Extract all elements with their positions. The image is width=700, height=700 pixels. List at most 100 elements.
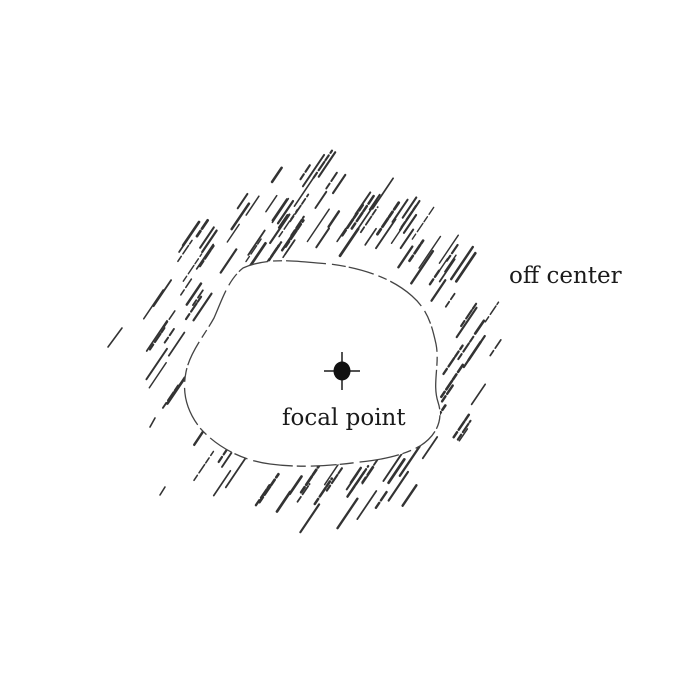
hatch-stroke <box>226 223 240 243</box>
hatch-stroke <box>354 191 372 216</box>
hatch-stroke <box>350 194 375 230</box>
hatch-stroke <box>166 376 187 405</box>
hatch-stroke <box>452 413 471 439</box>
hatch-stroke <box>331 173 347 195</box>
hatch-stroke <box>444 254 457 273</box>
hatch-stroke <box>217 447 229 464</box>
hatch-stroke <box>245 195 260 216</box>
hatch-stroke <box>177 239 193 263</box>
hatch-stroke <box>276 199 295 225</box>
hatch-stroke <box>230 202 251 231</box>
hatch-stroke <box>314 190 328 209</box>
hatch-stroke <box>163 309 177 328</box>
hatch-stroke <box>192 292 213 322</box>
hatch-stroke <box>325 465 344 492</box>
hatch-stroke <box>148 361 167 389</box>
hatch-stroke <box>460 302 478 328</box>
hatch-stroke <box>368 193 381 211</box>
hatch-stroke <box>247 229 266 256</box>
hatch-stroke <box>387 458 406 485</box>
hatch-stroke <box>278 208 299 238</box>
hatch-stroke <box>182 253 203 282</box>
stray-stroke <box>149 417 156 428</box>
hatch-stroke <box>439 363 465 399</box>
hatch-stroke <box>245 237 263 263</box>
hatch-stroke <box>271 197 290 224</box>
hatch-stroke <box>428 269 441 286</box>
hatch-stroke <box>293 176 315 207</box>
hatch-stroke <box>313 477 334 506</box>
hatch-stroke <box>391 198 409 224</box>
hatch-stroke <box>315 227 331 249</box>
hatch-stroke <box>454 251 477 283</box>
hatch-stroke <box>275 490 292 513</box>
hatch-stroke <box>284 239 296 256</box>
hatch-stroke <box>198 244 215 268</box>
hatch-stroke <box>195 243 215 270</box>
hatch-stroke <box>336 227 347 243</box>
hatch-stroke <box>323 461 341 486</box>
hatch-stroke <box>142 289 164 320</box>
hatch-stroke <box>421 436 439 460</box>
hatch-stroke <box>284 219 305 248</box>
hatch-stroke <box>199 226 215 249</box>
hatch-stroke <box>430 279 447 302</box>
hatch-stroke <box>449 245 475 281</box>
hatch-stroke <box>265 194 278 213</box>
hatch-stroke <box>258 472 280 504</box>
hatch-stroke <box>349 466 363 484</box>
hatch-stroke <box>145 347 168 381</box>
hatch-stroke <box>148 326 166 351</box>
hatch-stroke <box>397 245 414 269</box>
hatch-stroke <box>163 328 175 344</box>
hatch-stroke <box>185 282 203 306</box>
hatch-stroke <box>356 490 378 520</box>
hatch-stroke <box>440 383 455 403</box>
focal-point-label: focal point <box>282 405 406 431</box>
hatch-stroke <box>376 201 401 236</box>
hatch-stroke <box>193 450 215 482</box>
hatch-stroke <box>401 484 418 507</box>
hatch-stroke <box>442 344 464 376</box>
hatch-stroke <box>299 503 321 534</box>
hatch-stroke <box>181 220 201 247</box>
focal-point-marker-icon <box>324 352 360 390</box>
hatch-stroke <box>382 448 406 482</box>
hatch-stroke <box>473 319 486 335</box>
hatch-stroke <box>375 218 397 250</box>
hatch-stroke <box>336 497 359 530</box>
hatch-stroke <box>489 337 503 357</box>
hatch-stroke <box>338 227 360 258</box>
hatch-stroke <box>399 228 415 250</box>
hatch-stroke <box>456 419 472 441</box>
hatch-stroke <box>327 210 341 229</box>
hatch-stroke <box>458 428 469 442</box>
hatch-stroke <box>455 306 478 339</box>
hatch-stroke <box>400 204 418 229</box>
hatch-stroke <box>457 334 475 361</box>
hatch-stroke <box>236 192 249 210</box>
hatch-stroke <box>224 453 249 489</box>
hatch-stroke <box>467 340 482 362</box>
hatch-stroke <box>402 213 418 234</box>
hatch-stroke <box>271 198 288 222</box>
hatch-stroke <box>152 279 173 308</box>
hatch-stroke <box>184 294 203 321</box>
hatch-stroke <box>265 244 280 266</box>
stray-stroke <box>107 327 123 348</box>
hatch-stroke <box>444 292 456 308</box>
hatch-stroke <box>371 177 394 210</box>
hatch-stroke <box>201 229 218 254</box>
hatch-stroke <box>387 470 410 502</box>
hatch-stroke <box>346 482 358 498</box>
hatch-stroke <box>438 234 460 264</box>
hatch-stroke <box>410 249 435 285</box>
hatch-stroke <box>398 445 421 477</box>
hatch-stroke <box>167 331 186 357</box>
hatch-stroke <box>270 166 283 184</box>
hatch-stroke <box>357 199 378 229</box>
off-center-label: off center <box>509 263 622 289</box>
hatch-stroke <box>195 218 210 238</box>
hatch-stroke <box>401 196 418 219</box>
hatch-stroke <box>374 490 388 509</box>
